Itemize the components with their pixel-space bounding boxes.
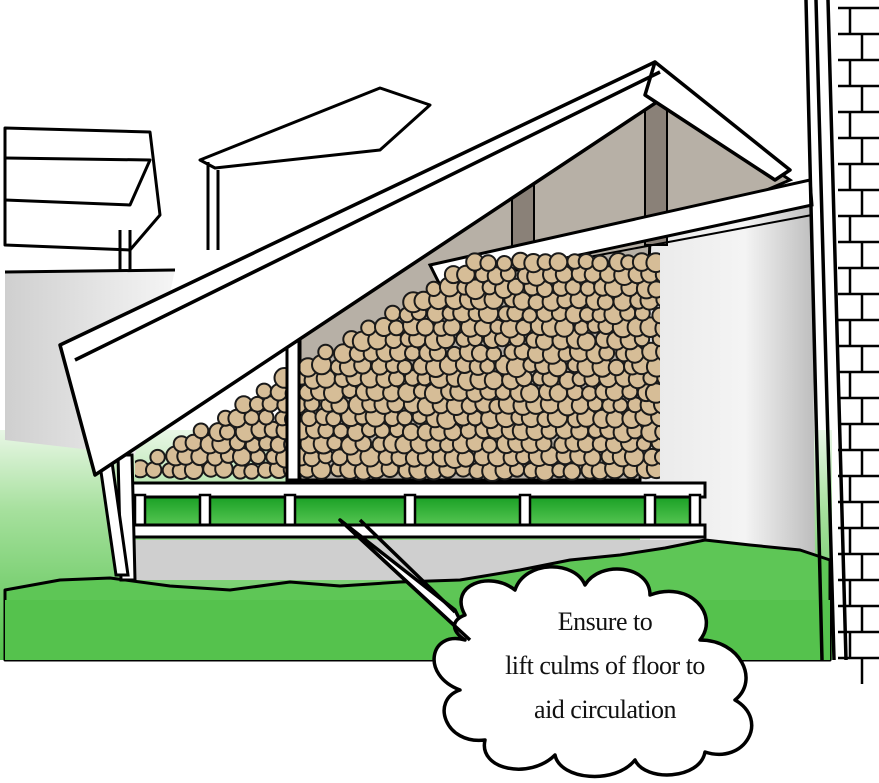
callout-line-2: lift culms of floor to: [440, 644, 770, 688]
raised-floor: [130, 483, 705, 537]
callout-line-1: Ensure to: [440, 600, 770, 644]
callout-line-3: aid circulation: [440, 688, 770, 732]
callout-text: Ensure to lift culms of floor to aid cir…: [440, 600, 770, 732]
